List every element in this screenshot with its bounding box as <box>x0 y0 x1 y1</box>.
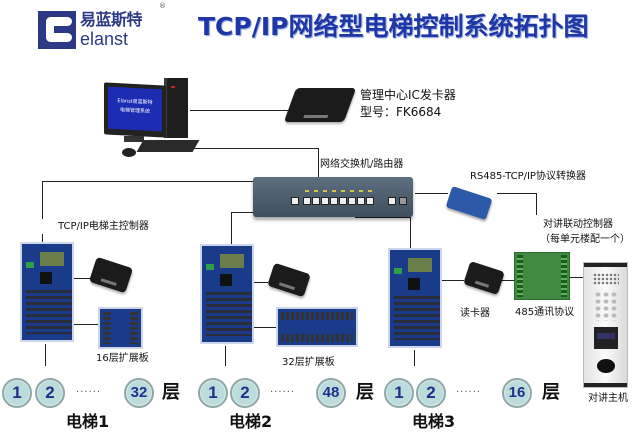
registered-mark: ® <box>159 2 166 10</box>
linkage-controller-note: （每单元楼配一个） <box>540 234 630 245</box>
card-issuer-model: 型号：FK6684 <box>360 105 442 119</box>
elevator3-ellipsis: ······ <box>456 387 482 398</box>
logo-brand-cn: 易蓝斯特 <box>80 10 143 29</box>
elevator3-floor-unit: 层 <box>542 382 560 403</box>
link-switch-elev1-h <box>42 181 254 182</box>
card-issuer-device-icon <box>283 88 357 122</box>
elevator3-card-reader-icon <box>463 261 505 295</box>
switch-label: 网络交换机/路由器 <box>320 159 404 170</box>
elevator2-floor-second: 2 <box>230 378 260 408</box>
link-pc-switch-h <box>190 148 318 149</box>
protocol-converter-icon <box>445 186 493 220</box>
card-reader-label: 读卡器 <box>460 308 490 319</box>
link-e3-reader <box>442 280 464 281</box>
pc-tower-icon <box>164 78 188 138</box>
protocol-label: 485通讯协议 <box>515 307 575 318</box>
intercom-host-icon <box>583 262 628 388</box>
mouse-icon <box>122 148 136 157</box>
link-e1-ext <box>74 324 98 325</box>
elevator3-floor-first: 1 <box>384 378 414 408</box>
logo-mark-icon <box>38 11 76 49</box>
management-pc: Elanst易蓝斯特 电梯管理系统 <box>100 78 200 160</box>
link-switch-elev3-h <box>355 217 411 218</box>
pc-screen: Elanst易蓝斯特 电梯管理系统 <box>108 86 162 132</box>
link-e3-floors <box>414 350 415 366</box>
link-reader-linkage <box>500 280 514 281</box>
elevator2-name: 电梯2 <box>229 412 273 431</box>
keyboard-icon <box>136 140 200 152</box>
elevator1-floor-top: 32 <box>124 378 154 408</box>
link-switch-elev3-v <box>410 217 411 249</box>
linkage-controller-board-icon <box>514 252 570 300</box>
elevator1-card-reader-icon <box>88 256 134 294</box>
link-converter-linkage-h <box>497 193 537 194</box>
link-converter-linkage-v <box>536 193 537 215</box>
monitor-stand <box>124 136 144 142</box>
elevator3-floor-top: 16 <box>502 378 532 408</box>
elevator2-floor-first: 1 <box>198 378 228 408</box>
elevator1-name: 电梯1 <box>66 412 110 431</box>
elevator2-floor-unit: 层 <box>356 382 374 403</box>
elevator2-ellipsis: ······ <box>270 387 296 398</box>
link-e2-floors <box>225 346 226 366</box>
link-e1-floors <box>45 344 46 366</box>
elevator3-controller-board-icon <box>388 248 442 348</box>
link-switch-elev2-v <box>231 212 232 245</box>
card-issuer-label: 管理中心IC发卡器 <box>360 88 456 102</box>
elevator1-floor-first: 1 <box>2 378 32 408</box>
elevator2-card-reader-icon <box>267 262 311 298</box>
elevator1-ellipsis: ······ <box>76 387 102 398</box>
elevator1-controller-board-icon <box>20 242 74 342</box>
elevator2-floor-top: 48 <box>316 378 346 408</box>
link-pc-switch-v <box>318 148 319 177</box>
network-switch-icon <box>253 177 413 217</box>
main-controller-label: TCP/IP电梯主控制器 <box>58 221 149 232</box>
monitor-icon: Elanst易蓝斯特 电梯管理系统 <box>104 82 166 138</box>
link-switch-elev1-v2 <box>42 234 43 243</box>
converter-label: RS485-TCP/IP协议转换器 <box>470 171 586 182</box>
logo-brand-en: elanst <box>80 29 129 49</box>
link-switch-elev2-h <box>231 212 255 213</box>
elevator1-floor-second: 2 <box>35 378 65 408</box>
elanst-logo: 易蓝斯特 elanst ® <box>38 2 166 49</box>
diagram-title: TCP/IP网络型电梯控制系统拓扑图 <box>198 12 589 41</box>
intercom-host-label: 对讲主机 <box>588 393 628 404</box>
link-pc-issuer <box>190 110 290 111</box>
link-linkage-intercom <box>570 277 583 278</box>
elevator3-floor-second: 2 <box>416 378 446 408</box>
link-switch-converter <box>415 193 448 194</box>
linkage-controller-label: 对讲联动控制器 <box>543 219 613 230</box>
expansion-32-label: 32层扩展板 <box>282 357 335 368</box>
elevator2-controller-board-icon <box>200 244 254 344</box>
link-e2-ext <box>254 327 276 328</box>
expansion-board-32-icon <box>276 307 358 347</box>
elevator1-floor-unit: 层 <box>162 382 180 403</box>
expansion-board-16-icon <box>98 307 143 349</box>
screen-line-2: 电梯管理系统 <box>119 107 150 115</box>
elevator3-name: 电梯3 <box>412 412 456 431</box>
expansion-16-label: 16层扩展板 <box>96 353 149 364</box>
link-switch-elev1-v <box>42 181 43 219</box>
link-e1-reader <box>74 278 90 279</box>
link-e2-reader <box>254 282 268 283</box>
